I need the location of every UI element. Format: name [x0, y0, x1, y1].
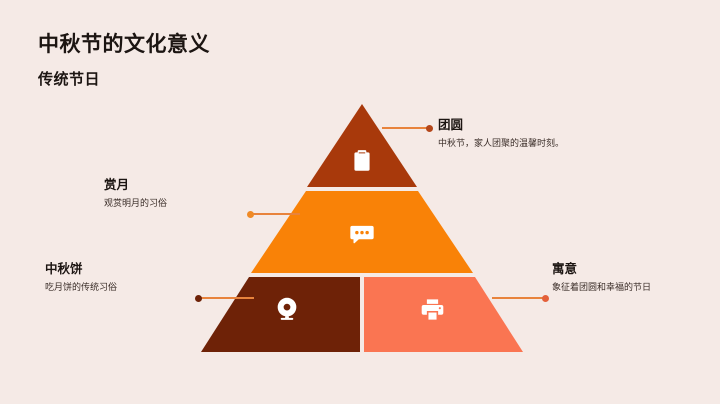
- connector-line-tuanyuan: [382, 124, 433, 132]
- callout-description: 观赏明月的习俗: [104, 198, 168, 209]
- connector-dot: [426, 124, 433, 132]
- pyramid-tier-bottom-right: [364, 277, 523, 352]
- pyramid-tier-bottom-left: [201, 277, 360, 352]
- callout-title: 寓意: [552, 262, 578, 276]
- callout-yuyi: 寓意 象征着团圆和幸福的节日: [552, 261, 680, 295]
- callout-title: 团圆: [438, 118, 464, 132]
- callout-description: 吃月饼的传统习俗: [45, 282, 118, 293]
- connector-line-shangyue: [247, 210, 300, 218]
- callout-zhongqiubing: 中秋饼 吃月饼的传统习俗: [45, 261, 117, 295]
- callout-description: 象征着团圆和幸福的节日: [552, 282, 652, 293]
- pyramid-tier-top: [307, 104, 417, 187]
- callout-shangyue: 赏月 观赏明月的习俗: [104, 177, 167, 211]
- connector-dot: [195, 294, 202, 302]
- pyramid-tier-middle: [251, 191, 473, 273]
- callout-title: 中秋饼: [45, 262, 83, 276]
- connector-dot: [542, 294, 549, 302]
- callout-tuanyuan: 团圆 中秋节，家人团聚的温馨时刻。: [438, 117, 566, 151]
- callout-description: 中秋节，家人团聚的温馨时刻。: [438, 138, 565, 149]
- connector-line-zhongqiubing: [195, 294, 254, 302]
- connector-dot: [247, 210, 254, 218]
- callout-title: 赏月: [104, 178, 130, 192]
- page-title: 中秋节的文化意义: [38, 33, 210, 56]
- connector-line-yuyi: [492, 294, 549, 302]
- page-subtitle: 传统节日: [38, 71, 101, 88]
